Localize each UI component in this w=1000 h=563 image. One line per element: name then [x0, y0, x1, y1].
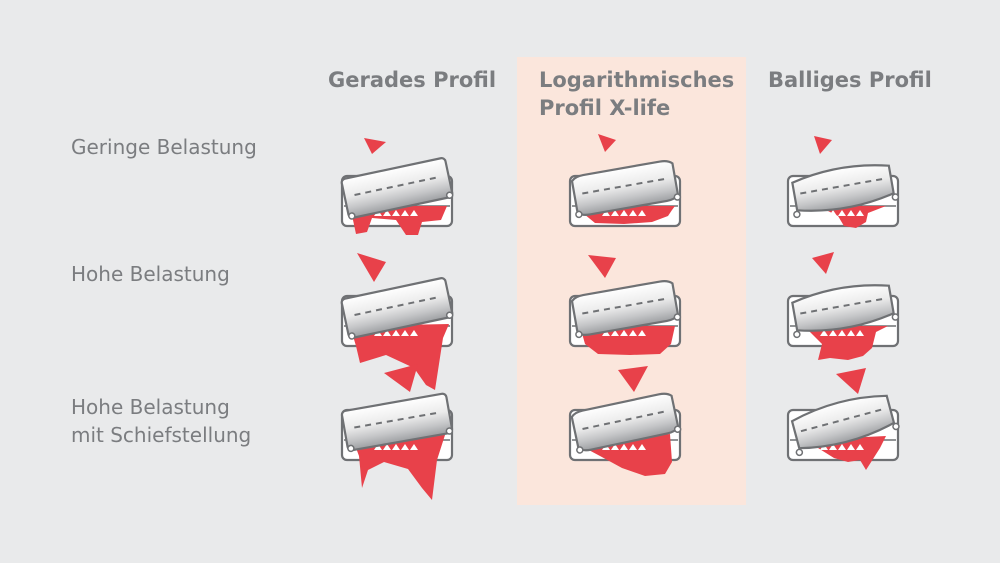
load-arrow: [814, 136, 832, 154]
load-arrow: [384, 364, 418, 392]
contact-markers: [820, 210, 864, 216]
roller: [791, 284, 900, 339]
load-arrow: [812, 252, 834, 274]
pressure-distribution: [580, 326, 675, 355]
column-header-balliges-profil: Balliges Profil: [768, 68, 932, 92]
roller: [790, 394, 900, 457]
contact-markers: [374, 210, 418, 216]
bearing-diagram-straight-tilt: [322, 362, 472, 502]
load-arrow: [364, 138, 386, 154]
roller: [570, 392, 682, 454]
bearing-diagram-log-low: [550, 128, 700, 268]
row-label-geringe-belastung: Geringe Belastung: [71, 135, 257, 159]
pressure-distribution: [352, 435, 445, 500]
bearing-diagram-crowned-high: [768, 248, 918, 388]
row-label-hohe-belastung-schiefstellung: Hohe Belastung mit Schiefstellung: [71, 395, 252, 447]
bearing-diagram-straight-high: [322, 248, 472, 390]
roller: [570, 280, 682, 339]
bearing-diagram-straight-low: [322, 128, 472, 268]
bearing-diagram-log-high: [550, 248, 700, 388]
bearing-diagram-crowned-tilt: [768, 362, 918, 502]
roller: [340, 277, 454, 340]
roller: [340, 392, 454, 453]
roller: [570, 160, 682, 219]
roller: [340, 157, 454, 220]
contact-markers: [602, 210, 646, 216]
load-arrow: [618, 366, 648, 392]
load-arrow: [357, 253, 386, 282]
contact-markers: [374, 444, 418, 450]
bearing-diagram-crowned-low: [768, 128, 918, 268]
load-arrow: [836, 368, 866, 394]
column-header-logarithmisches-profil: Logarithmisches Profil X-life: [539, 68, 735, 120]
load-arrow: [588, 255, 616, 278]
row-label-hohe-belastung: Hohe Belastung: [71, 262, 230, 286]
pressure-distribution: [350, 324, 449, 390]
contact-markers: [820, 330, 864, 336]
contact-markers: [602, 330, 646, 336]
pressure-distribution: [806, 206, 886, 228]
column-header-gerades-profil: Gerades Profil: [328, 68, 497, 92]
bearing-diagram-log-tilt: [550, 362, 700, 502]
roller: [791, 164, 900, 219]
load-arrow: [598, 134, 616, 152]
